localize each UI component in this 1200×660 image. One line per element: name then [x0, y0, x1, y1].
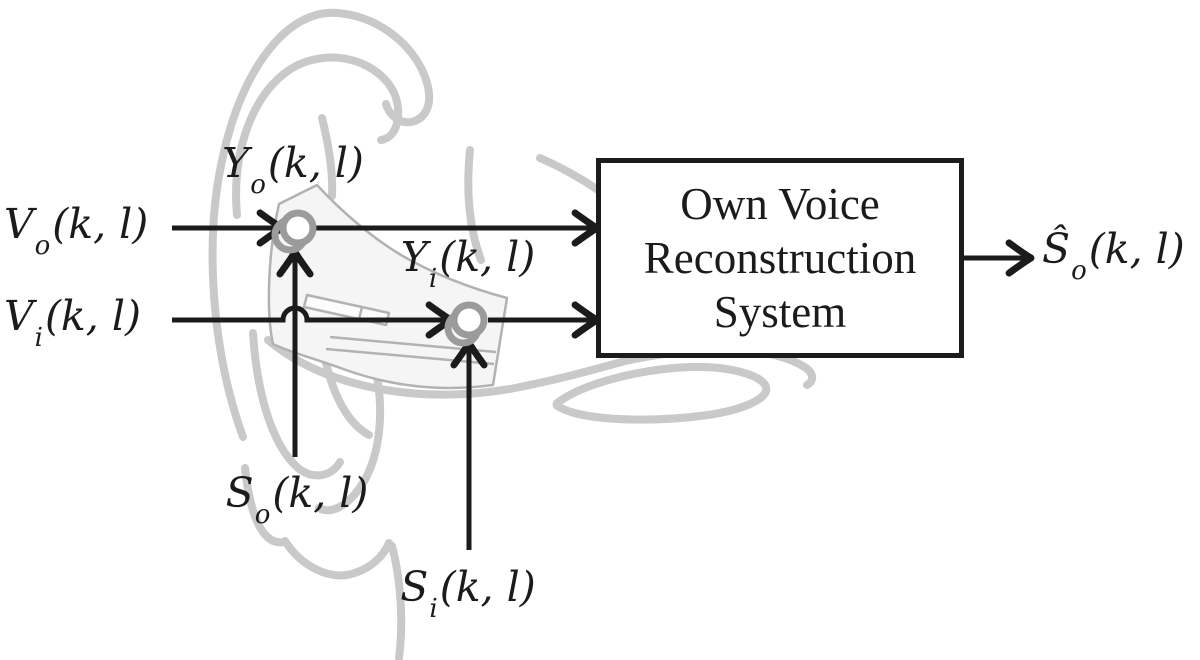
mic-outer-icon — [271, 209, 317, 254]
ear-antihelix-curve — [464, 146, 485, 264]
mic-outer-ring — [279, 209, 317, 247]
ear-tragus-a — [249, 329, 344, 480]
ear-helix-outer — [208, 8, 434, 441]
block-line-2: Reconstruction — [643, 233, 917, 283]
mic-inner-ring — [450, 301, 488, 339]
mic-inner-icon — [444, 301, 488, 347]
own-voice-reconstruction-block: Own Voice Reconstruction System — [596, 158, 964, 358]
ear-curve-behind-label — [318, 114, 337, 200]
ear-sketch — [208, 8, 817, 660]
label-input-inner: Vi(k, l) — [4, 291, 141, 354]
label-output: Ŝo(k, l) — [1042, 224, 1185, 287]
label-speech-outer: So(k, l) — [225, 468, 369, 531]
label-mic-inner: Yi(k, l) — [400, 232, 536, 295]
label-mic-outer: Yo(k, l) — [222, 138, 364, 201]
block-line-3: System — [713, 287, 847, 337]
ear-antitragus-loop — [552, 362, 771, 424]
earbud-vent-divider — [357, 306, 364, 320]
ear-helix-inner — [232, 53, 403, 219]
ear-tragus-c — [315, 359, 385, 515]
label-speech-inner: Si(k, l) — [400, 562, 536, 625]
block-line-1: Own Voice — [680, 179, 880, 229]
ear-lobe-c — [388, 542, 406, 660]
label-input-outer: Vo(k, l) — [4, 199, 149, 262]
ear-lobe-a — [241, 464, 288, 547]
ear-lobe-b — [281, 537, 393, 580]
signal-lines — [172, 209, 1035, 550]
ear-concha-wave — [264, 336, 817, 399]
